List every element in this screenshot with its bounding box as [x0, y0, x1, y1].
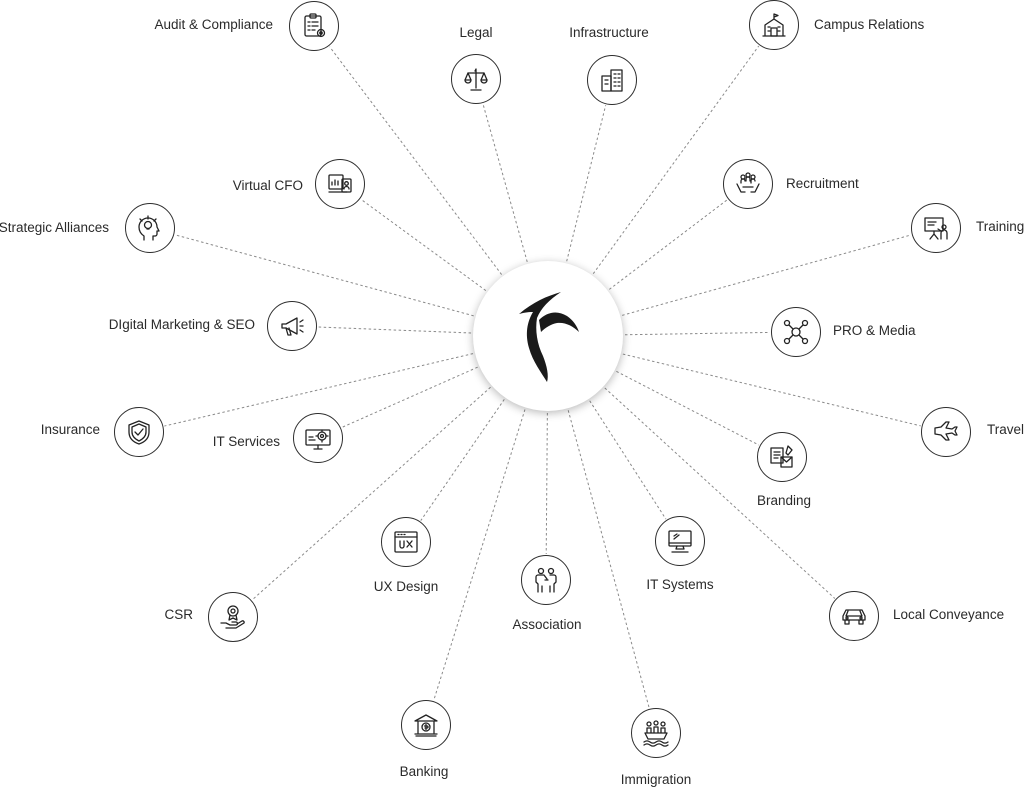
service-label: Insurance [40, 422, 100, 437]
connector-line [252, 386, 491, 601]
computer-icon [668, 530, 692, 553]
service-label: Association [512, 617, 582, 632]
service-label: Branding [756, 493, 812, 508]
connector-line [174, 234, 474, 317]
connector-line [589, 400, 667, 520]
connector-line [566, 105, 607, 262]
service-label: UX Design [373, 579, 439, 594]
service-node[interactable] [293, 413, 343, 463]
connector-line [341, 366, 478, 428]
people-hands-icon [736, 172, 760, 193]
service-node[interactable] [451, 54, 501, 104]
connector-line [482, 103, 528, 262]
bank-icon [414, 714, 438, 737]
service-label: Legal [459, 25, 493, 40]
connector-line [567, 410, 650, 709]
airplane-icon [934, 421, 958, 441]
service-node[interactable] [757, 432, 807, 482]
service-label: CSR [164, 607, 193, 622]
swift-bird-logo [519, 292, 579, 382]
connector-line [317, 326, 472, 334]
monitor-gear-icon [305, 429, 331, 450]
service-node[interactable] [114, 407, 164, 457]
presentation-board-icon [924, 217, 948, 240]
service-node[interactable] [911, 203, 961, 253]
service-node[interactable] [381, 517, 431, 567]
service-label: Audit & Compliance [154, 17, 273, 32]
service-node[interactable] [401, 700, 451, 750]
service-label: PRO & Media [833, 323, 916, 338]
service-label: Immigration [620, 772, 692, 787]
service-node[interactable] [771, 307, 821, 357]
service-label: Recruitment [786, 176, 859, 191]
connector-line [622, 353, 921, 427]
connector-line [592, 45, 760, 275]
service-label: Infrastructure [569, 25, 649, 40]
school-icon [762, 13, 786, 37]
connector-line [545, 412, 548, 555]
service-node[interactable] [723, 159, 773, 209]
service-label: Strategic Alliances [0, 220, 109, 235]
service-node[interactable] [655, 516, 705, 566]
connector-line [604, 387, 836, 599]
megaphone-icon [281, 317, 304, 336]
service-node[interactable] [315, 159, 365, 209]
service-label: Campus Relations [814, 17, 925, 32]
service-label: IT Systems [646, 577, 714, 592]
connector-line [360, 198, 487, 291]
clipboard-checklist-icon [304, 13, 326, 38]
service-node[interactable] [125, 203, 175, 253]
head-idea-icon [138, 215, 160, 241]
handshake-people-icon [535, 567, 557, 593]
service-node[interactable] [587, 55, 637, 105]
ship-people-icon [643, 720, 669, 747]
service-node[interactable] [829, 591, 879, 641]
service-label: IT Services [212, 434, 280, 449]
service-node[interactable] [208, 592, 258, 642]
hand-award-icon [220, 605, 245, 629]
service-node[interactable] [921, 407, 971, 457]
connector-line [433, 409, 526, 701]
building-icon [601, 69, 623, 92]
center-logo-hub [473, 261, 623, 411]
service-label: Travel [987, 422, 1024, 437]
shield-icon [128, 420, 150, 445]
ux-window-icon [394, 531, 418, 553]
service-node[interactable] [289, 1, 339, 51]
service-label: Local Conveyance [893, 607, 1005, 622]
scales-icon [464, 68, 488, 91]
service-node[interactable] [631, 708, 681, 758]
service-label: Training [976, 219, 1024, 234]
finance-screen-icon [328, 174, 352, 193]
service-label: Virtual CFO [232, 178, 303, 193]
service-node[interactable] [521, 555, 571, 605]
connector-line-group [164, 45, 921, 709]
connector-line [420, 399, 505, 521]
service-node[interactable] [267, 301, 317, 351]
connector-line [609, 199, 728, 290]
car-icon [842, 609, 866, 625]
connector-line [624, 331, 771, 336]
service-node[interactable] [749, 0, 799, 50]
connector-line [616, 370, 760, 446]
service-label: DIgital Marketing & SEO [108, 317, 255, 332]
service-label: Banking [399, 764, 449, 779]
brand-collateral-icon [770, 445, 793, 468]
network-icon [783, 319, 809, 345]
